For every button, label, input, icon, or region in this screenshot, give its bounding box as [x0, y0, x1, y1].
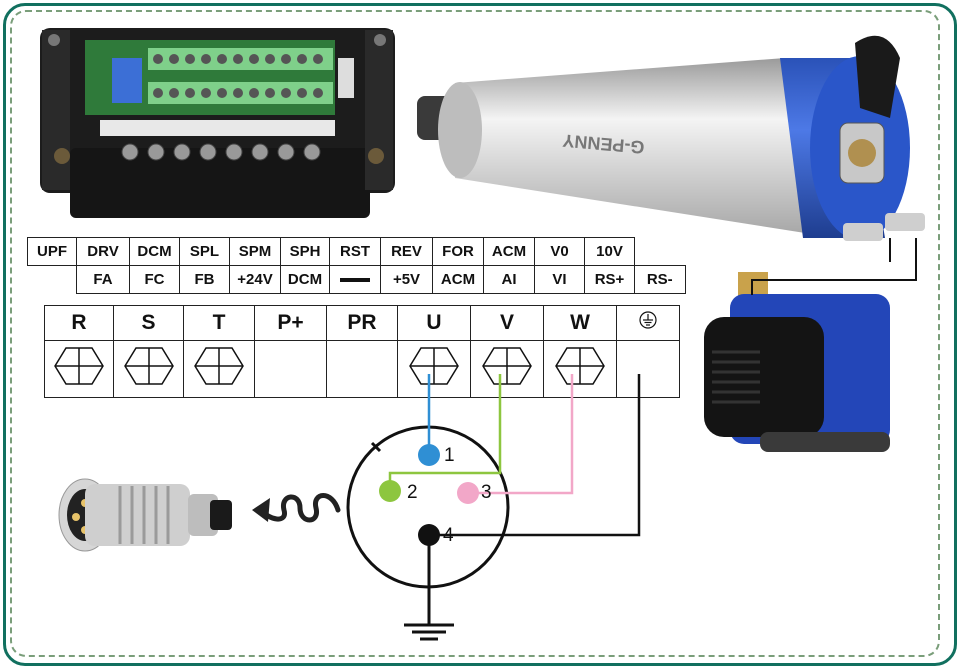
terminal-screw-icon: [543, 340, 617, 398]
terminal-label: RS-: [634, 265, 686, 294]
pin-4-dot: [418, 524, 440, 546]
control-terminal-row-1: UPF DRV DCM SPL SPM SPH RST REV FOR ACM …: [27, 237, 686, 266]
terminal-label: 10V: [584, 237, 635, 266]
pin-2-dot: [379, 480, 401, 502]
terminal-label: FA: [76, 265, 130, 294]
ground-terminal-header: [616, 305, 680, 341]
pump-cable: [751, 238, 917, 295]
spindle-motor-photo: G-PENNY: [417, 35, 925, 241]
terminal-label: DRV: [76, 237, 130, 266]
terminal-label: ACM: [432, 265, 484, 294]
empty-terminal: [616, 340, 680, 398]
terminal-label: SPH: [280, 237, 330, 266]
power-terminal-header-row: R S T P+ PR U V W: [44, 305, 680, 341]
terminal-label: T: [183, 305, 255, 341]
water-pump-photo: [704, 272, 890, 452]
terminal-screw-icon: [183, 340, 255, 398]
control-terminal-table: UPF DRV DCM SPL SPM SPH RST REV FOR ACM …: [27, 237, 686, 294]
terminal-dash: [329, 265, 381, 294]
swirl-arrow-icon: [252, 493, 341, 523]
terminal-label: +24V: [229, 265, 281, 294]
control-terminal-row-2: FA FC FB +24V DCM +5V ACM AI VI RS+ RS-: [28, 265, 686, 294]
terminal-label: U: [397, 305, 471, 341]
plug-key-mark: [370, 441, 382, 453]
terminal-label: AI: [483, 265, 535, 294]
terminal-label: RST: [329, 237, 381, 266]
pin-4-label: 4: [443, 525, 454, 546]
power-terminal-table: R S T P+ PR U V W: [44, 305, 680, 398]
pin-1-label: 1: [444, 445, 455, 466]
terminal-label: RS+: [584, 265, 635, 294]
wire-v: [388, 374, 502, 491]
earth-ground-icon: [404, 623, 454, 641]
terminal-label: UPF: [27, 237, 77, 266]
terminal-label: R: [44, 305, 114, 341]
aviation-plug-photo: [58, 478, 232, 552]
terminal-label: +5V: [380, 265, 433, 294]
terminal-label: V: [470, 305, 544, 341]
wire-ground: [429, 374, 641, 537]
outer-frame: [3, 3, 957, 666]
inverter-terminal-photo: [40, 28, 395, 218]
terminal-label: REV: [380, 237, 433, 266]
inner-dashed-frame: [10, 10, 940, 657]
power-terminal-screw-row: [44, 340, 680, 398]
terminal-label: V0: [534, 237, 585, 266]
pin-3-label: 3: [481, 482, 492, 503]
empty-terminal: [326, 340, 398, 398]
terminal-label: PR: [326, 305, 398, 341]
terminal-label: FC: [129, 265, 180, 294]
wire-w: [475, 374, 574, 495]
dash-icon: [340, 278, 370, 282]
empty-terminal: [254, 340, 327, 398]
protective-earth-icon: [639, 311, 657, 329]
pin-3-dot: [457, 482, 479, 504]
terminal-label: VI: [534, 265, 585, 294]
pin-1-dot: [418, 444, 440, 466]
terminal-label: FB: [179, 265, 230, 294]
pin-2-label: 2: [407, 482, 418, 503]
